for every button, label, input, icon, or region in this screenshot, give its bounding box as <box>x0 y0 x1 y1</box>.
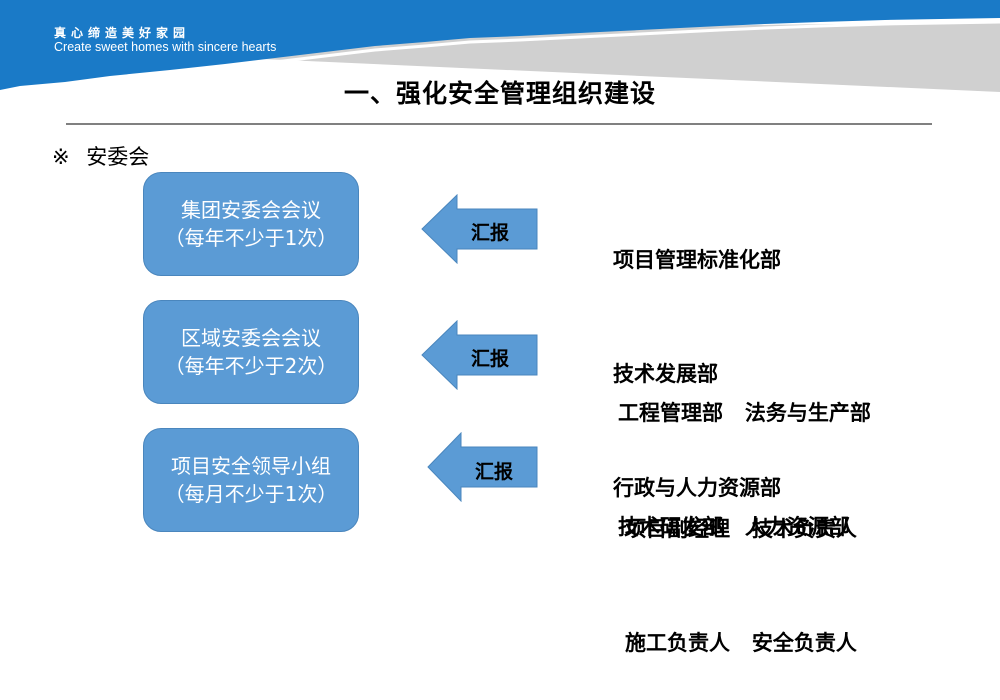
report-arrow-left-icon <box>421 320 538 390</box>
box-title: 集团安委会会议 <box>181 198 321 222</box>
department-list: 工程管理部 法务与生产部 技术研发部 人力资源部 <box>618 318 871 584</box>
slogan-chinese: 真心缔造美好家园 <box>54 26 191 40</box>
department-item: 行政与人力资源部 <box>613 476 781 500</box>
report-arrow-left-icon <box>427 432 538 502</box>
report-arrow-left-icon <box>421 194 538 264</box>
report-label: 汇报 <box>471 348 510 370</box>
section-heading: ※ 安委会 <box>52 141 149 171</box>
department-item: 项目副经理 技术负责人 <box>625 517 857 541</box>
project-safety-group-box: 项目安全领导小组 （每月不少于1次） <box>143 428 359 532</box>
report-label: 汇报 <box>471 222 510 244</box>
department-item: 技术研发部 人力资源部 <box>618 515 850 539</box>
department-list: 项目管理标准化部 技术发展部 行政与人力资源部 <box>613 165 781 545</box>
box-title: 区域安委会会议 <box>181 326 321 350</box>
box-frequency: （每月不少于1次） <box>164 482 338 506</box>
box-title: 项目安全领导小组 <box>171 454 331 478</box>
banner-white-stripe <box>0 20 1000 96</box>
page-title: 一、强化安全管理组织建设 <box>343 79 656 108</box>
section-label: 安委会 <box>86 145 150 169</box>
department-item: 工程管理部 法务与生产部 <box>618 401 871 425</box>
group-committee-box: 集团安委会会议 （每年不少于1次） <box>143 172 359 276</box>
slogan-english: Create sweet homes with sincere hearts <box>54 40 277 54</box>
department-item: 施工负责人 安全负责人 <box>625 631 857 655</box>
regional-committee-box: 区域安委会会议 （每年不少于2次） <box>143 300 359 404</box>
banner-blue-band <box>0 0 1000 90</box>
department-list: 项目副经理 技术负责人 施工负责人 安全负责人 <box>625 434 857 700</box>
box-frequency: （每年不少于2次） <box>164 354 338 378</box>
title-divider <box>66 123 932 125</box>
reference-mark-icon: ※ <box>52 145 70 169</box>
box-frequency: （每年不少于1次） <box>164 226 338 250</box>
department-item: 技术发展部 <box>613 362 718 386</box>
report-label: 汇报 <box>475 461 514 483</box>
department-item: 项目管理标准化部 <box>613 248 781 272</box>
header-banner <box>0 0 1000 96</box>
